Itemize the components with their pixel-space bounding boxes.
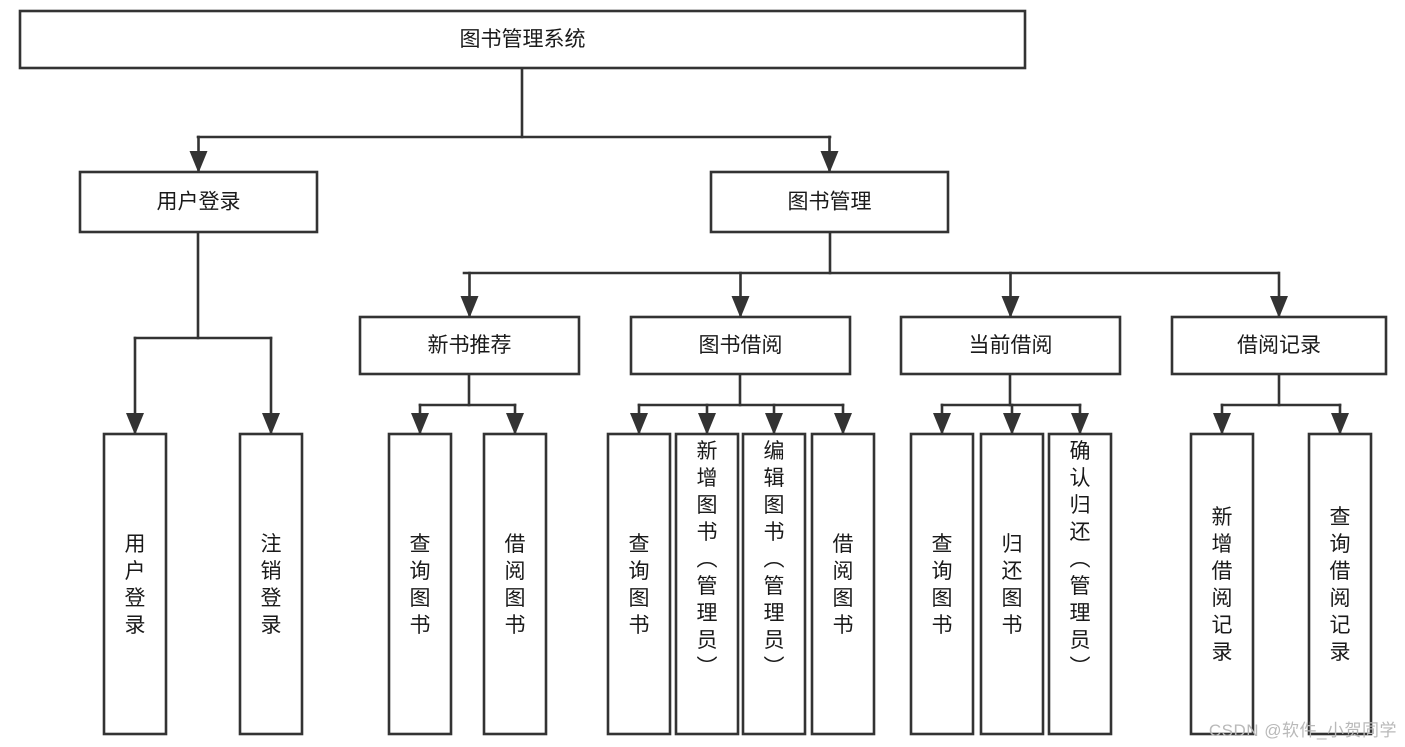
node-label-leaf-user-login: 用户登录 [125, 533, 146, 637]
node-user-login[interactable]: 用户登录 [78, 170, 319, 234]
node-box-leaf-br-query [1307, 432, 1373, 736]
edge-book-manage-to-book-borrow [731, 271, 750, 319]
edge-book-borrow-to-leaf-bb-query [630, 403, 648, 436]
edge-current-borrow-to-leaf-cb-return [1003, 403, 1021, 436]
node-leaf-cb-query[interactable]: 查询图书 [909, 432, 975, 736]
node-leaf-bb-edit[interactable]: 编辑图书︵管理员︶ [741, 432, 807, 736]
node-label-user-login: 用户登录 [157, 191, 241, 214]
connector-bus-root [196, 66, 832, 139]
node-label-leaf-bb-add: 新增图书︵管理员︶ [697, 440, 718, 679]
node-label-leaf-user-logout: 注销登录 [261, 533, 282, 637]
node-leaf-br-add[interactable]: 新增借阅记录 [1189, 432, 1255, 736]
edge-book-borrow-to-leaf-bb-edit [765, 403, 783, 436]
edge-book-borrow-to-leaf-bb-borrow [834, 403, 852, 436]
node-box-book-manage [709, 170, 950, 234]
node-layer: 图书管理系统用户登录图书管理新书推荐图书借阅当前借阅借阅记录用户登录注销登录查询… [18, 9, 1388, 736]
node-label-leaf-bb-query: 查询图书 [629, 533, 650, 637]
node-box-leaf-user-logout [238, 432, 304, 736]
node-label-leaf-cb-query: 查询图书 [932, 533, 953, 637]
connector-bus-new-book-rec [418, 372, 517, 407]
edge-book-manage-to-new-book-rec [460, 271, 479, 319]
node-borrow-record[interactable]: 借阅记录 [1170, 315, 1388, 376]
edge-root-to-book-manage [820, 135, 839, 174]
node-label-new-book-rec: 新书推荐 [428, 334, 512, 357]
edge-book-manage-to-current-borrow [1001, 271, 1020, 319]
csdn-watermark: CSDN @软件_小贺同学 [1208, 721, 1397, 740]
node-label-leaf-cb-return: 归还图书 [1002, 533, 1023, 637]
connector-bus-user-login [133, 230, 273, 340]
edge-new-book-rec-to-leaf-rec-borrow [506, 403, 524, 436]
node-label-leaf-rec-query: 查询图书 [410, 533, 431, 637]
node-leaf-cb-confirm[interactable]: 确认归还︵管理员︶ [1047, 432, 1113, 736]
node-label-leaf-rec-borrow: 借阅图书 [505, 533, 526, 637]
node-box-leaf-cb-confirm [1047, 432, 1113, 736]
edge-book-manage-to-borrow-record [1270, 271, 1288, 319]
node-leaf-bb-add[interactable]: 新增图书︵管理员︶ [674, 432, 740, 736]
node-box-leaf-bb-query [606, 432, 672, 736]
edge-book-borrow-to-leaf-bb-add [698, 403, 716, 436]
node-box-leaf-bb-borrow [810, 432, 876, 736]
node-leaf-rec-query[interactable]: 查询图书 [387, 432, 453, 736]
edge-current-borrow-to-leaf-cb-confirm [1071, 403, 1089, 436]
node-leaf-bb-query[interactable]: 查询图书 [606, 432, 672, 736]
edge-user-login-to-leaf-user-login [126, 336, 144, 436]
node-box-leaf-cb-return [979, 432, 1045, 736]
connector-bus-book-manage [462, 230, 1280, 275]
node-label-leaf-bb-borrow: 借阅图书 [833, 533, 854, 637]
node-label-book-manage: 图书管理 [788, 191, 872, 214]
node-box-current-borrow [899, 315, 1122, 376]
node-book-manage[interactable]: 图书管理 [709, 170, 950, 234]
node-box-leaf-cb-query [909, 432, 975, 736]
edge-layer [126, 66, 1349, 436]
node-leaf-user-logout[interactable]: 注销登录 [238, 432, 304, 736]
edge-borrow-record-to-leaf-br-add [1213, 403, 1231, 436]
node-label-current-borrow: 当前借阅 [969, 334, 1053, 357]
edge-current-borrow-to-leaf-cb-query [933, 403, 951, 436]
node-box-leaf-rec-query [387, 432, 453, 736]
node-box-root [18, 9, 1027, 70]
node-book-borrow[interactable]: 图书借阅 [629, 315, 852, 376]
node-leaf-rec-borrow[interactable]: 借阅图书 [482, 432, 548, 736]
node-box-leaf-bb-add [674, 432, 740, 736]
node-leaf-cb-return[interactable]: 归还图书 [979, 432, 1045, 736]
edge-borrow-record-to-leaf-br-query [1331, 403, 1349, 436]
node-label-root: 图书管理系统 [460, 28, 586, 51]
connector-bus-current-borrow [940, 372, 1082, 407]
node-box-book-borrow [629, 315, 852, 376]
node-leaf-br-query[interactable]: 查询借阅记录 [1307, 432, 1373, 736]
node-box-leaf-rec-borrow [482, 432, 548, 736]
node-current-borrow[interactable]: 当前借阅 [899, 315, 1122, 376]
node-label-leaf-cb-confirm: 确认归还︵管理员︶ [1070, 440, 1091, 679]
node-box-user-login [78, 170, 319, 234]
node-box-borrow-record [1170, 315, 1388, 376]
edge-new-book-rec-to-leaf-rec-query [411, 403, 429, 436]
node-label-leaf-bb-edit: 编辑图书︵管理员︶ [764, 440, 785, 679]
node-label-leaf-br-query: 查询借阅记录 [1330, 506, 1351, 664]
edge-user-login-to-leaf-user-logout [262, 336, 280, 436]
node-new-book-rec[interactable]: 新书推荐 [358, 315, 581, 376]
node-label-book-borrow: 图书借阅 [699, 334, 783, 357]
node-leaf-bb-borrow[interactable]: 借阅图书 [810, 432, 876, 736]
node-label-leaf-br-add: 新增借阅记录 [1212, 506, 1233, 664]
node-box-new-book-rec [358, 315, 581, 376]
connector-bus-book-borrow [637, 372, 845, 407]
node-leaf-user-login[interactable]: 用户登录 [102, 432, 168, 736]
edge-root-to-user-login [189, 135, 208, 174]
connector-bus-borrow-record [1220, 372, 1342, 407]
node-root[interactable]: 图书管理系统 [18, 9, 1027, 70]
node-label-borrow-record: 借阅记录 [1237, 334, 1321, 357]
node-box-leaf-bb-edit [741, 432, 807, 736]
node-box-leaf-user-login [102, 432, 168, 736]
node-box-leaf-br-add [1189, 432, 1255, 736]
